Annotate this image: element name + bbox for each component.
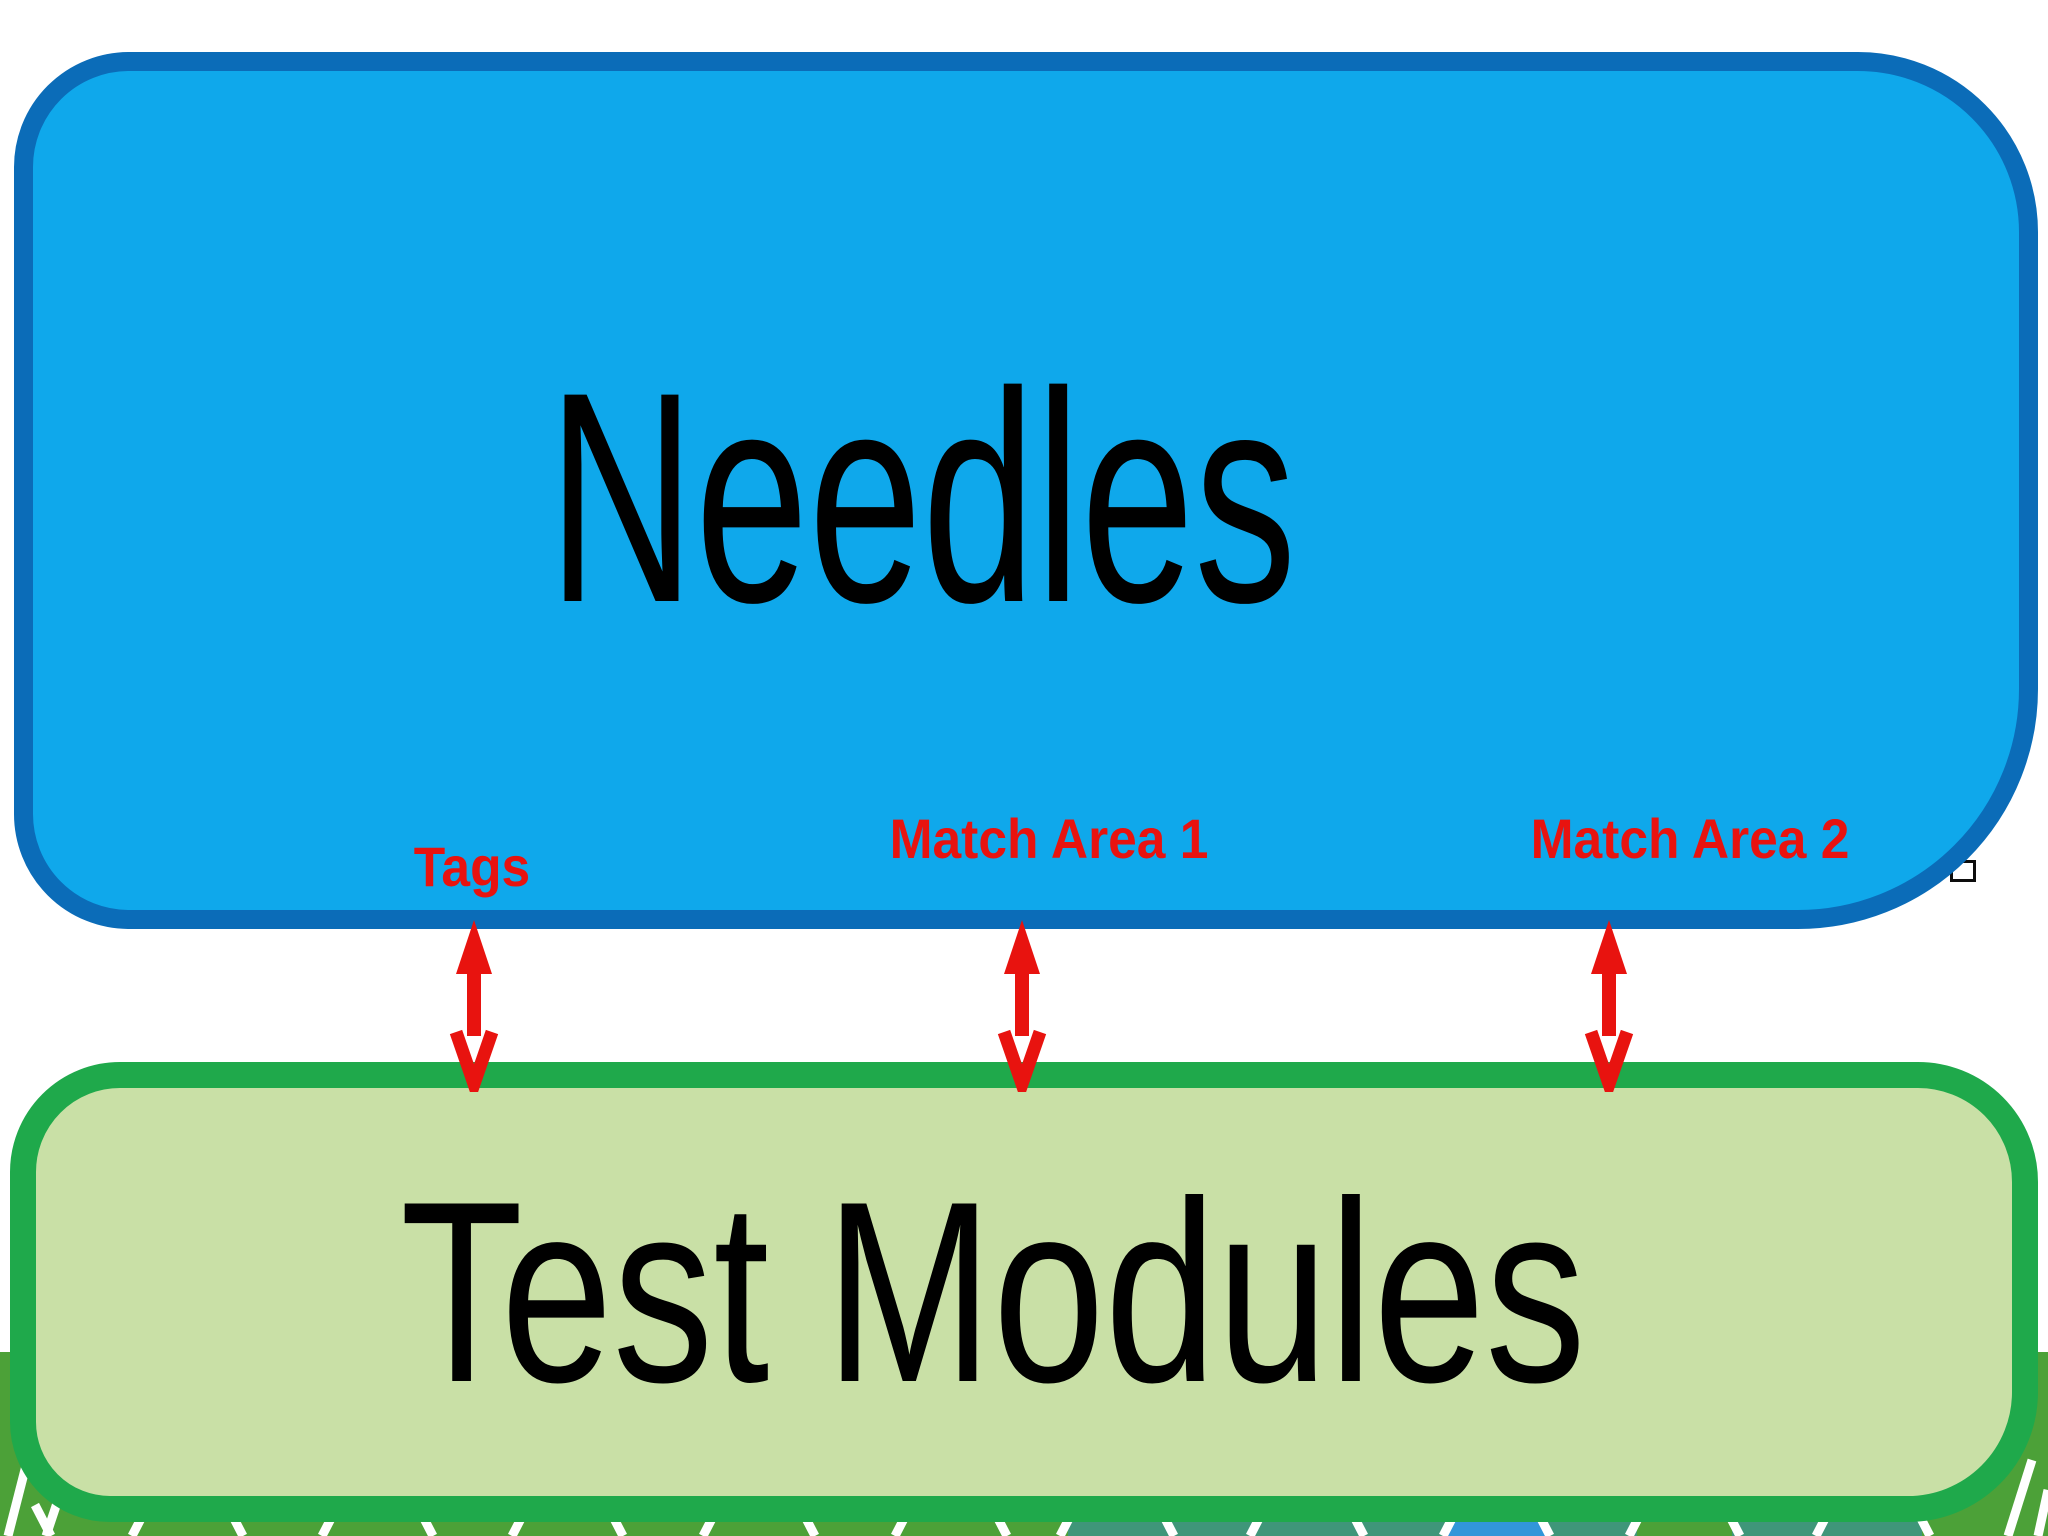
connector-label-tags: Tags [413, 835, 531, 898]
connector-label-match-area-1: Match Area 1 [889, 807, 1209, 870]
test-modules-label: Test Modules [400, 1147, 1586, 1436]
double-arrow-icon [449, 920, 499, 1092]
needles-label: Needles [547, 329, 1297, 665]
needles-box [14, 52, 2038, 929]
double-arrow-icon [1584, 920, 1634, 1092]
connector-label-match-area-2: Match Area 2 [1530, 807, 1850, 870]
double-arrow-icon [997, 920, 1047, 1092]
